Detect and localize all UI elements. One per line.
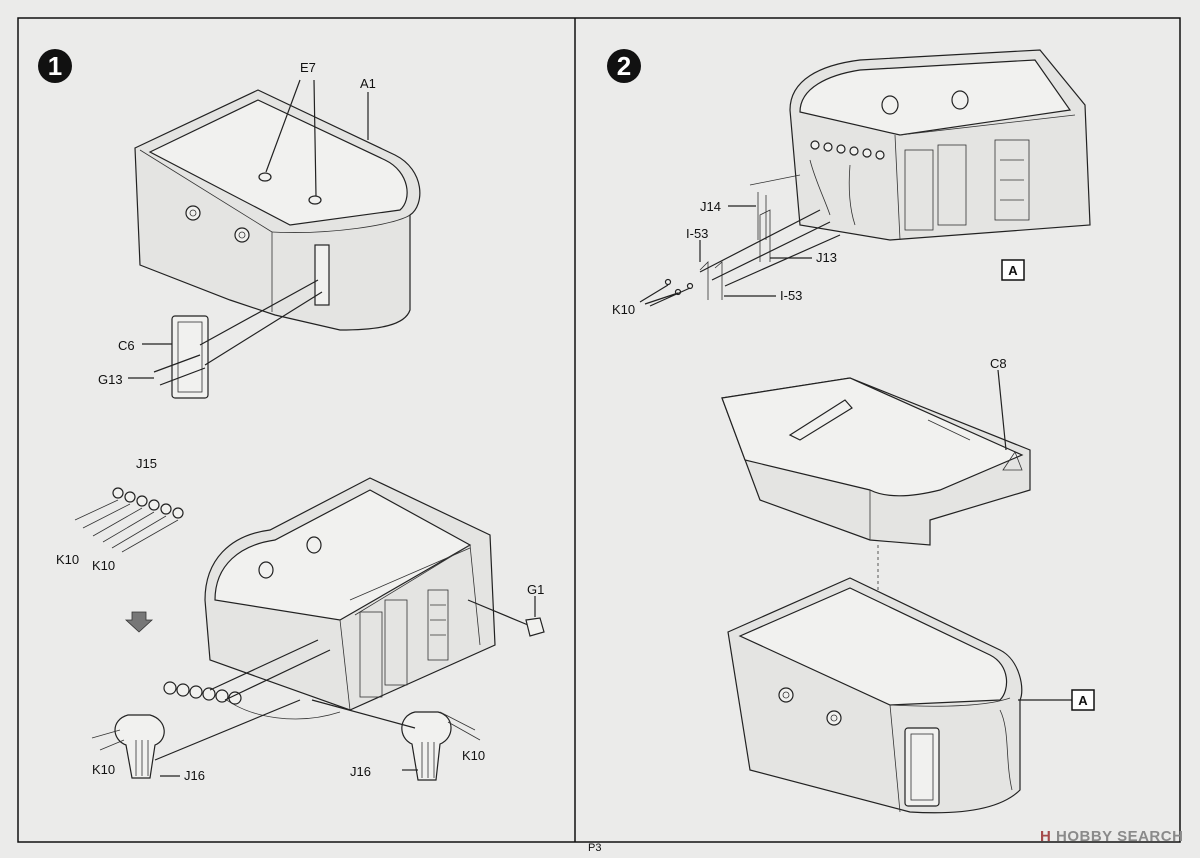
step2-arrows [699,209,841,287]
label-c8: C8 [990,356,1007,371]
page-frame [17,17,1181,843]
flip-arrow-icon [124,611,154,633]
watermark-badge: H [1040,828,1052,845]
turret-tub-bottom [727,577,1023,814]
watermark-logo: H HOBBY SEARCH [1040,828,1183,845]
label-k10-d: K10 [462,748,485,763]
part-j16-left [91,714,165,779]
floor-plate-c8 [721,377,1031,546]
label-a1: A1 [360,76,376,91]
turret-tub-rear [204,477,496,720]
c8-leader-line [997,369,1007,451]
step-1-number: 1 [48,51,62,81]
j15-arrows [209,639,331,701]
label-k10-b: K10 [92,558,115,573]
step-1-panel: 1 E7 A1 C6 G13 [38,49,545,783]
label-j16-a: J16 [184,768,205,783]
turret-tub-assembled [789,49,1091,241]
step-2-number: 2 [617,51,631,81]
label-g1: G1 [527,582,544,597]
part-j16-right [401,711,481,781]
j16-left-arrow [154,699,301,761]
label-g13: G13 [98,372,123,387]
parts-j15 [74,487,184,553]
page-number: P3 [588,842,602,854]
ref-box-a-top [1001,259,1025,281]
label-j16-b: J16 [350,764,371,779]
g1-arrow [467,599,529,626]
e7-leader-lines [265,79,317,197]
label-k10-a: K10 [56,552,79,567]
c6-arrows [199,279,323,366]
part-g1 [525,617,545,637]
label-c6: C6 [118,338,135,353]
label-i53-a: I-53 [686,226,708,241]
step-1-badge [38,49,72,83]
step-2-panel: 2 [607,49,1095,814]
hatch-c6 [153,315,209,399]
watermark-brand: HOBBY SEARCH [1056,828,1184,845]
j16-right-arrow [311,699,416,729]
label-e7: E7 [300,60,316,75]
k10-leader-lines [639,284,691,307]
turret-tub-a1 [134,89,421,331]
ref-label-a-top: A [1008,263,1018,278]
label-k10-c: K10 [92,762,115,777]
ref-box-a-bottom [1071,689,1095,711]
ref-label-a-bottom: A [1078,693,1088,708]
label-i53-b: I-53 [780,288,802,303]
label-j13: J13 [816,250,837,265]
parts-j15-installed [163,681,242,705]
step-2-badge [607,49,641,83]
label-j14: J14 [700,199,721,214]
label-k10-step2: K10 [612,302,635,317]
label-j15: J15 [136,456,157,471]
